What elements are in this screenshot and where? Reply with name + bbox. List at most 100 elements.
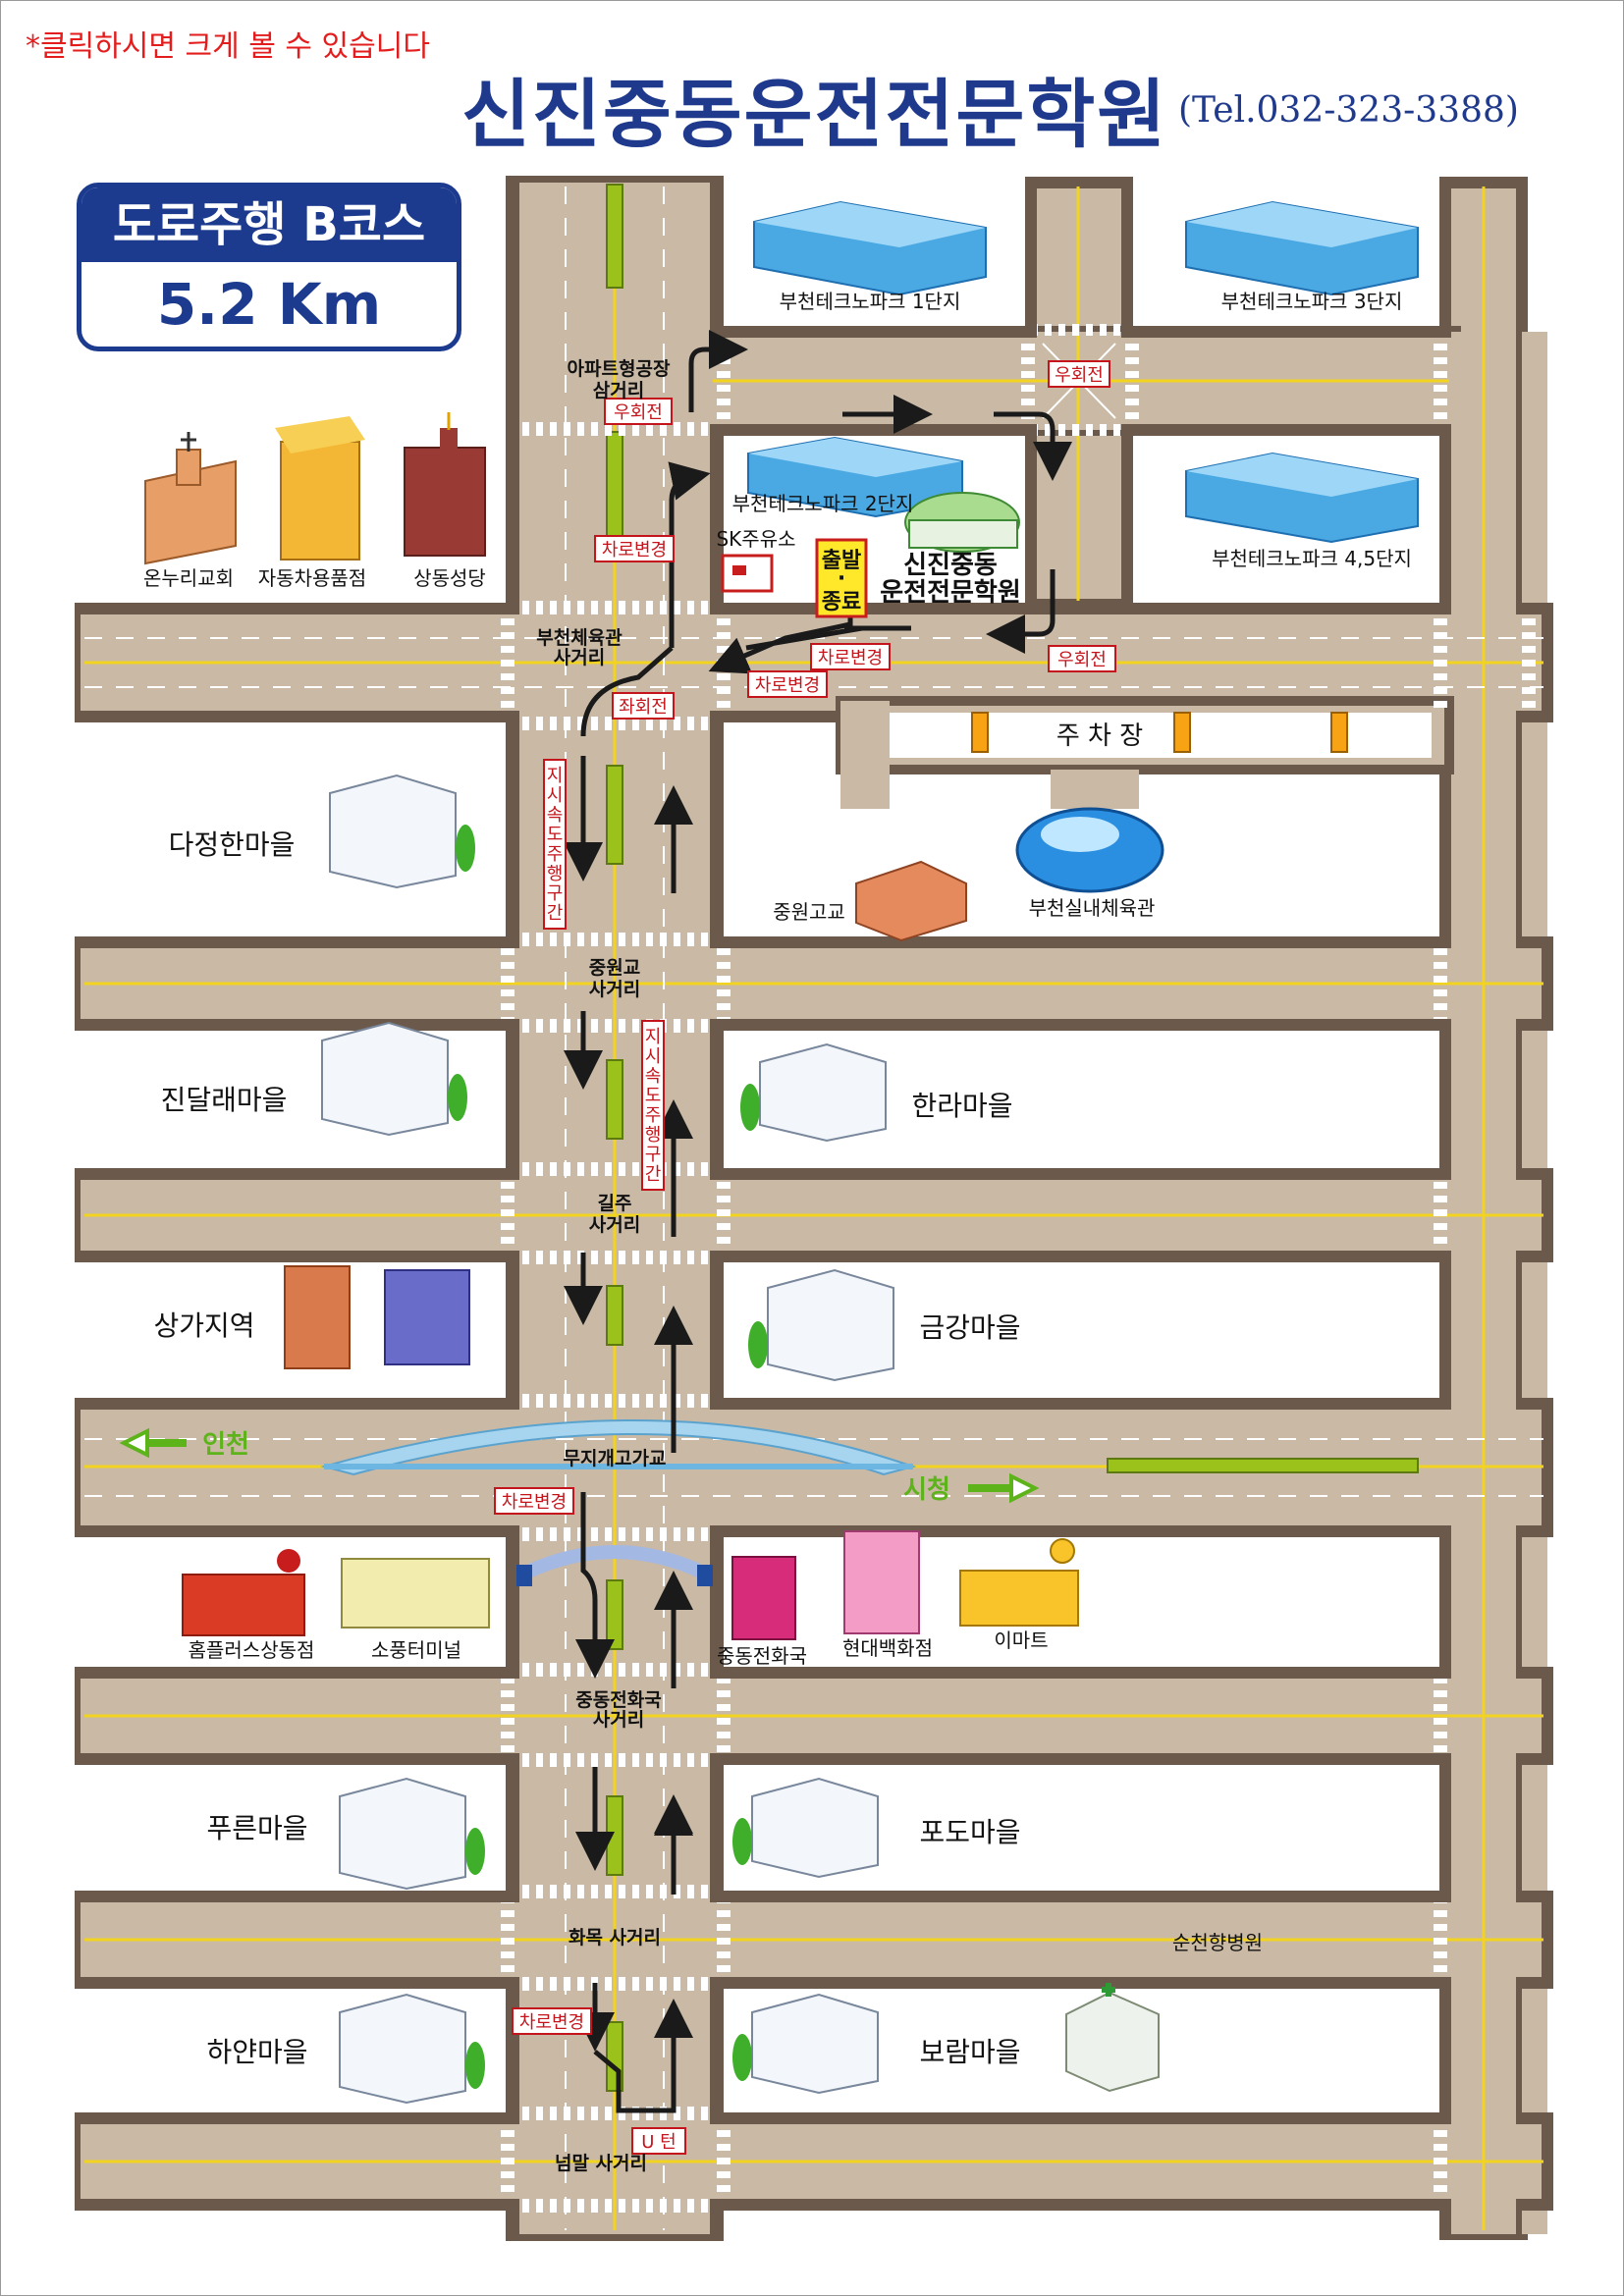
intersection-jungwon: 중원교 [589,957,640,979]
course-distance: 5.2 Km [156,271,382,338]
note-boxes [494,360,1116,2155]
label-academy-1: 신진중동 [903,551,998,580]
techno45-building [1185,452,1419,544]
intersection-neommal: 넘말 사거리 [555,2153,647,2174]
label-sk-gas: SK주유소 [716,527,795,551]
speed1-char: 도 [547,825,564,845]
label-halla: 한라마을 [911,1090,1012,1122]
telephone: (Tel.032-323-3388) [1178,90,1519,131]
speed1-char: 시 [547,785,564,806]
course-badge: 도로주행 B코스 5.2 Km [77,183,461,351]
lane-change-note-3: 차로변경 [755,675,820,696]
small-overpass [516,1545,713,1586]
gymhall-building [1015,807,1164,893]
apartment-jindallae [321,1021,467,1137]
speed2-char: 시 [645,1046,662,1067]
speed1-char: 구 [547,883,564,904]
label-gymhall: 부천실내체육관 [1029,896,1156,920]
homeplus-building [182,1549,305,1636]
hyundai-building [843,1530,920,1634]
intersection-jungdong: 중동전화국 [575,1689,661,1711]
label-podo: 포도마을 [919,1816,1020,1848]
apartment-geumgang [748,1268,894,1382]
label-jungwon-hs: 중원고교 [773,900,845,924]
speed2-char: 도 [645,1086,662,1106]
label-emart: 이마트 [994,1629,1048,1652]
right-turn-note-1: 우회전 [614,402,663,423]
speed1-char: 주 [547,844,564,865]
shops-buildings [284,1265,470,1369]
school-building [855,860,967,942]
start-dot: · [838,566,845,591]
u-turn-note: U 턴 [641,2132,676,2153]
course-name: 도로주행 B코스 [81,187,457,262]
place-labels: 부천테크노파크 1단지 부천테크노파크 3단지 부천테크노파크 2단지 부천테크… [143,290,1412,1954]
label-hyundai: 현대백화점 [842,1636,933,1660]
start-finish-marker: 출발 · 종료 [815,538,868,618]
label-church: 온누리교회 [143,566,234,590]
direction-arrows [119,1427,1040,1504]
apartment-pureun [339,1777,485,1891]
label-geumgang: 금강마을 [919,1311,1020,1344]
speed2-char: 간 [645,1164,662,1185]
church-building [144,432,237,565]
label-techno1: 부천테크노파크 1단지 [780,290,961,313]
label-jindallae: 진달래마을 [161,1084,288,1116]
label-autoparts: 자동차용품점 [258,566,366,590]
label-incheon: 인천 [202,1430,249,1460]
intersection-gilju: 길주 [598,1193,632,1214]
label-techno3: 부천테크노파크 3단지 [1221,290,1403,313]
label-terminal: 소풍터미널 [371,1638,461,1662]
speed1-char: 속 [547,805,564,826]
label-techno45: 부천테크노파크 4,5단지 [1212,547,1412,570]
academy-title: 신진중동운전전문학원 [461,71,1168,158]
rainbow-overpass [320,1419,917,1476]
speed2-char: 지 [645,1027,662,1047]
intersection-labels: 아파트형공장 삼거리 부천체육관 사거리 중원교 사거리 길주 사거리 무지개고… [536,358,671,2174]
parking-signs [971,712,1348,753]
intersection-gym-2: 사거리 [554,647,605,668]
speed-zone-note-2: 지 시 속 도 주 행 구 간 [645,1027,662,1185]
right-turn-note-2: 우회전 [1055,365,1104,386]
label-shops: 상가지역 [153,1309,254,1342]
label-parking: 주 차 장 [1056,721,1143,751]
lane-change-note-1: 차로변경 [602,540,667,561]
intersection-jungwon-2: 사거리 [589,979,640,1000]
click-hint[interactable]: *클릭하시면 크게 볼 수 있습니다 [26,29,430,64]
start-label: 출발 [822,549,861,573]
right-turn-note-3: 우회전 [1057,650,1107,670]
label-homeplus: 홈플러스상동점 [189,1638,315,1662]
lane-change-note-4: 차로변경 [502,1492,567,1513]
autoparts-building [275,416,365,561]
speed1-char: 지 [547,766,564,786]
finish-label: 종료 [822,590,861,614]
label-cityhall: 시청 [903,1475,950,1505]
lane-change-note-5: 차로변경 [519,2012,584,2033]
label-hayan: 하얀마을 [206,2036,307,2068]
overpass-label: 무지개고가교 [564,1448,667,1469]
lane-change-note-2: 차로변경 [818,648,883,668]
road-network [75,176,1553,2241]
cathedral-building [404,412,486,557]
intersection-jungdong-2: 사거리 [593,1709,644,1731]
intersection-apt-2: 삼거리 [593,380,644,401]
academy-building [904,492,1020,553]
left-turn-note: 좌회전 [619,697,668,718]
speed2-char: 구 [645,1145,662,1165]
apartment-boram [732,1993,879,2095]
speed2-char: 행 [645,1125,662,1146]
sk-gas-station [721,554,774,593]
emart-building [959,1538,1079,1627]
speed-zone-note-1: 지 시 속 도 주 행 구 간 [547,766,564,924]
label-hospital: 순천향병원 [1172,1931,1263,1954]
intersection-gym: 부천체육관 [536,627,623,649]
techno3-building [1185,200,1419,296]
speed1-char: 행 [547,864,564,884]
apartment-halla [740,1042,887,1143]
speed2-char: 주 [645,1105,662,1126]
intersection-gilju-2: 사거리 [589,1214,640,1236]
label-dajeong: 다정한마을 [169,828,296,861]
apartment-hayan [339,1993,485,2105]
label-academy-2: 운전전문학원 [880,578,1021,608]
